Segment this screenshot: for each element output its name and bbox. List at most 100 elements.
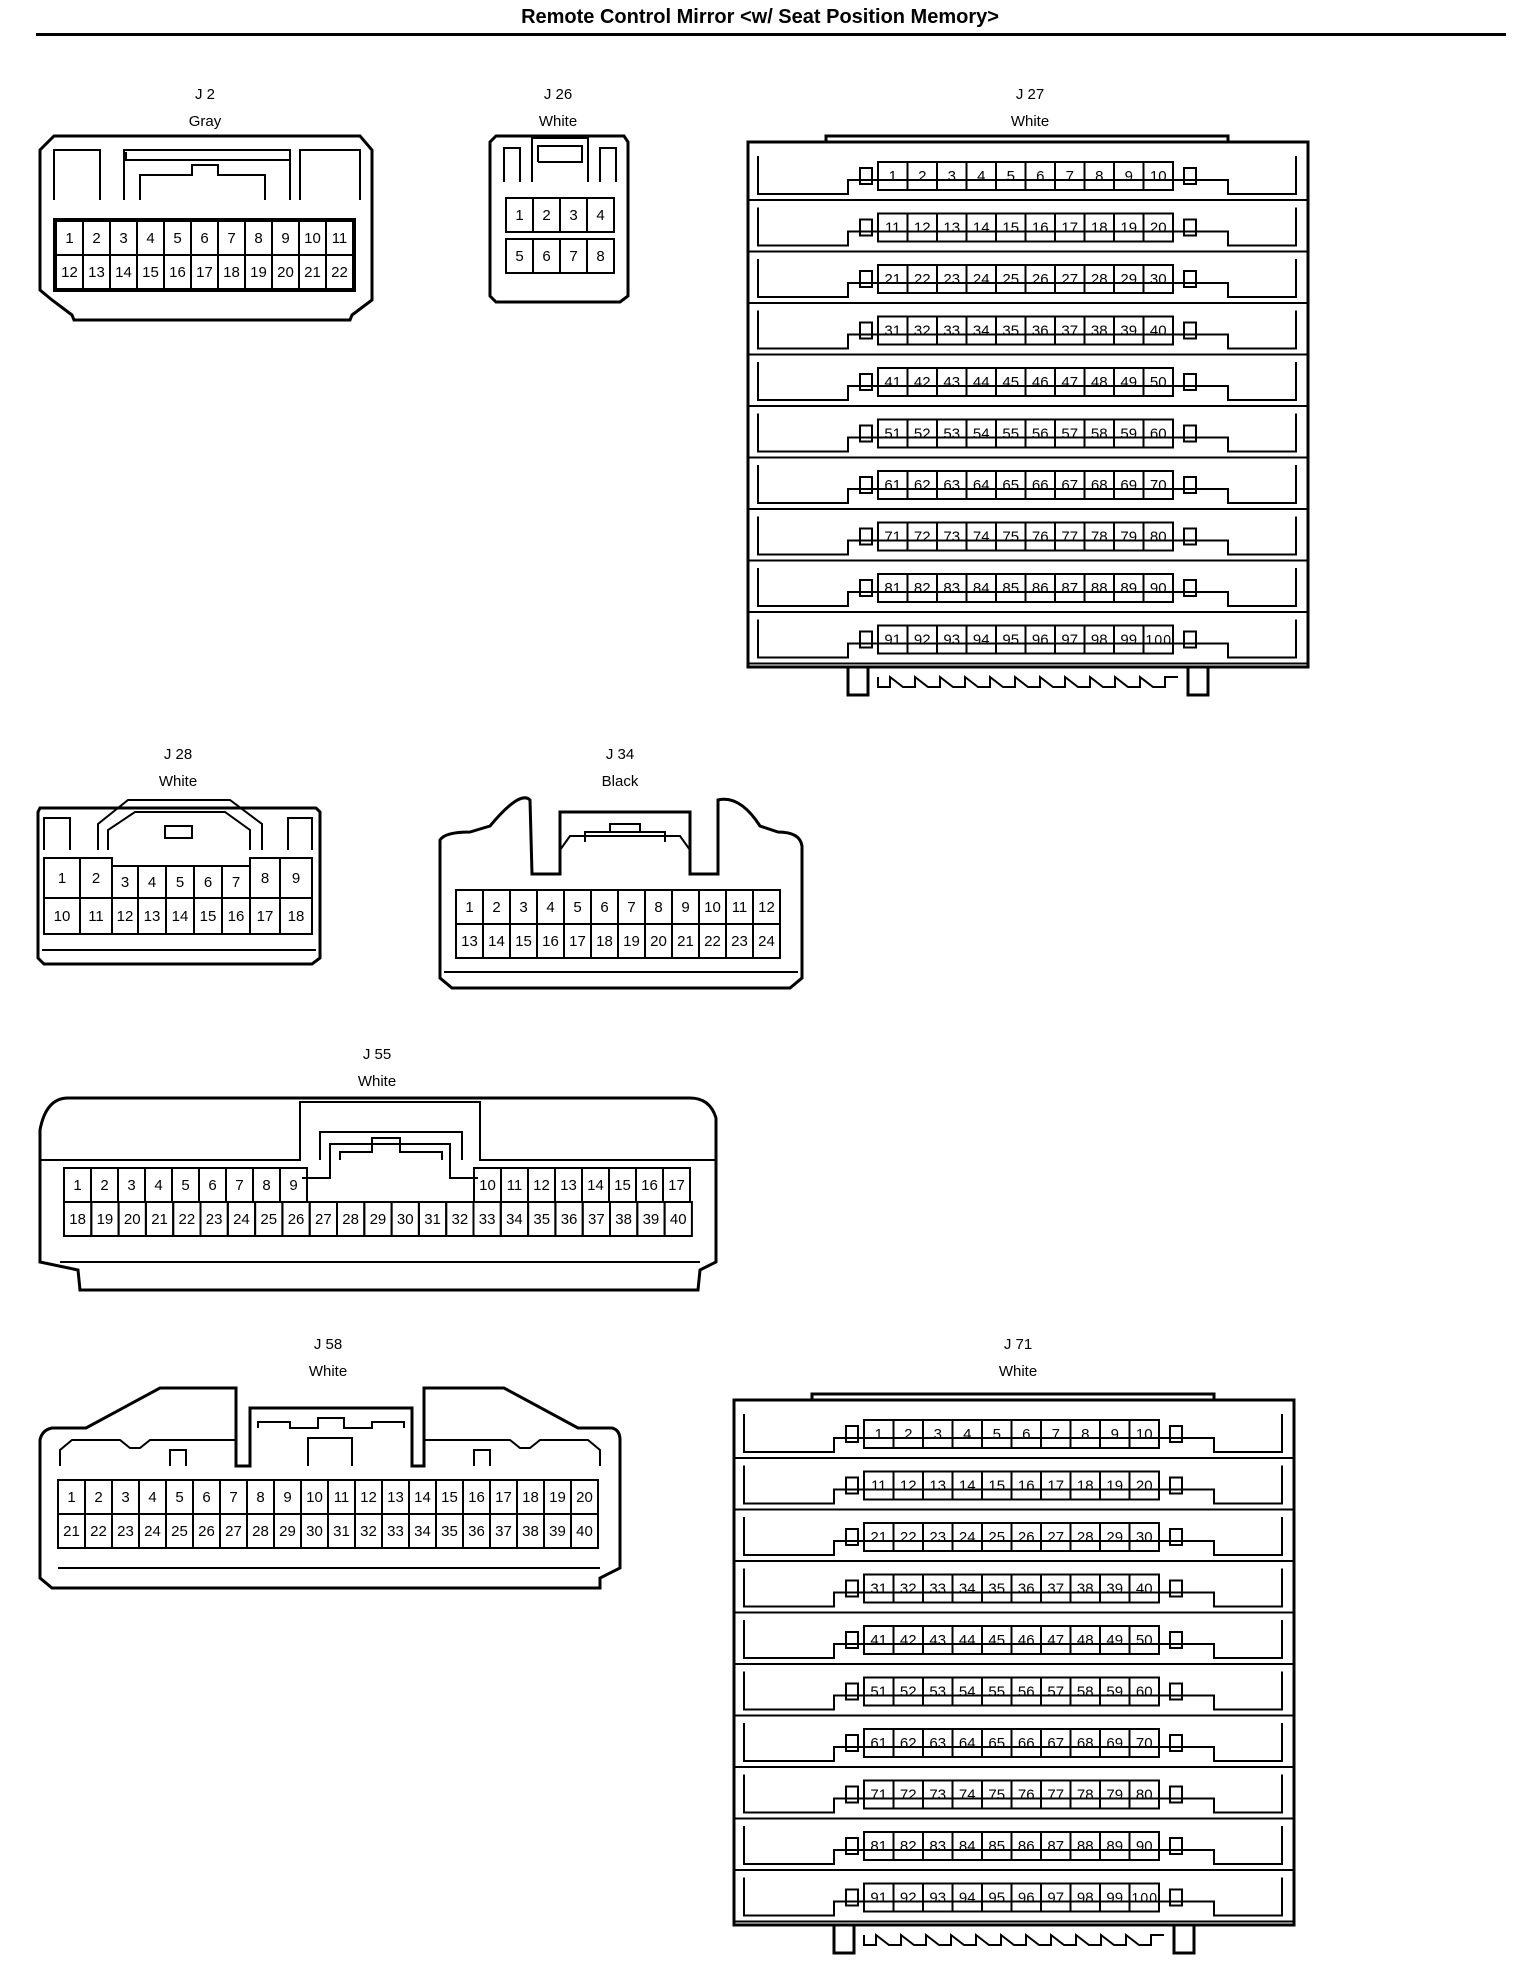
pin-cell: 1 bbox=[505, 197, 534, 233]
pin-label: 97 bbox=[1047, 1890, 1064, 1907]
pin-label: 31 bbox=[333, 1523, 350, 1540]
pin-cell: 81 bbox=[863, 1831, 895, 1861]
pin-label: 13 bbox=[929, 1478, 946, 1495]
pin-label: 77 bbox=[1061, 529, 1078, 546]
pin-cell: 38 bbox=[1069, 1573, 1101, 1604]
pin-label: 80 bbox=[1150, 529, 1167, 546]
pin-cell: 10 bbox=[1142, 161, 1174, 191]
pin-label: 14 bbox=[587, 1177, 604, 1194]
pin-cell: 100 bbox=[1142, 624, 1174, 655]
pin-cell: 76 bbox=[1024, 521, 1056, 552]
pin-cell: 20 bbox=[117, 1201, 147, 1237]
pin-label: 13 bbox=[943, 220, 960, 237]
pin-label: 48 bbox=[1091, 374, 1108, 391]
pin-cell: 14 bbox=[581, 1167, 610, 1203]
pin-cell: 20 bbox=[271, 254, 300, 290]
pin-cell: 58 bbox=[1069, 1676, 1101, 1707]
pin-label: 41 bbox=[884, 374, 901, 391]
pin-cell: 27 bbox=[219, 1513, 248, 1549]
pin-cell: 75 bbox=[981, 1779, 1013, 1810]
pin-label: 2 bbox=[92, 230, 100, 247]
pin-cell: 3 bbox=[559, 197, 588, 233]
pin-cell: 74 bbox=[951, 1779, 983, 1810]
pin-cell: 6 bbox=[532, 238, 561, 274]
pin-cell: 38 bbox=[609, 1201, 639, 1237]
pin-label: 14 bbox=[973, 220, 990, 237]
pin-cell: 27 bbox=[1054, 264, 1086, 294]
pin-label: 16 bbox=[169, 264, 186, 281]
pin-label: 64 bbox=[973, 477, 990, 494]
pin-label: 3 bbox=[127, 1177, 135, 1194]
pin-label: 63 bbox=[943, 477, 960, 494]
pin-label: 19 bbox=[1106, 1478, 1123, 1495]
pin-label: 36 bbox=[468, 1523, 485, 1540]
pin-cell: 24 bbox=[752, 923, 781, 959]
pin-cell: 15 bbox=[435, 1479, 464, 1515]
pin-label: 20 bbox=[650, 933, 667, 950]
pin-cell: 95 bbox=[995, 624, 1027, 655]
connector-j34-color: Black bbox=[602, 773, 639, 790]
pin-label: 16 bbox=[468, 1489, 485, 1506]
pin-cell: 40 bbox=[1142, 315, 1174, 346]
pin-label: 18 bbox=[522, 1489, 539, 1506]
pin-label: 16 bbox=[1018, 1478, 1035, 1495]
pin-label: 2 bbox=[542, 207, 550, 224]
pin-cell: 17 bbox=[1040, 1470, 1072, 1501]
pin-cell: 66 bbox=[1024, 470, 1056, 500]
pin-label: 19 bbox=[97, 1211, 114, 1228]
pin-cell: 26 bbox=[1024, 264, 1056, 294]
pin-cell: 83 bbox=[936, 573, 968, 603]
pin-label: 25 bbox=[1002, 271, 1019, 288]
pin-label: 37 bbox=[1047, 1581, 1064, 1598]
pin-cell: 11 bbox=[79, 897, 113, 935]
pin-label: 30 bbox=[306, 1523, 323, 1540]
pin-cell: 59 bbox=[1099, 1676, 1131, 1707]
pin-label: 33 bbox=[929, 1581, 946, 1598]
pin-cell: 43 bbox=[936, 367, 968, 397]
pin-label: 82 bbox=[900, 1838, 917, 1855]
pin-label: 39 bbox=[643, 1211, 660, 1228]
pin-cell: 7 bbox=[219, 1479, 248, 1515]
pin-cell: 19 bbox=[543, 1479, 572, 1515]
pin-label: 11 bbox=[885, 220, 901, 237]
pin-label: 64 bbox=[959, 1735, 976, 1752]
pin-cell: 31 bbox=[877, 315, 909, 346]
pin-cell: 11 bbox=[327, 1479, 356, 1515]
connector-j26-name: J 26 bbox=[544, 86, 572, 103]
pin-label: 94 bbox=[973, 632, 990, 649]
connector-j71-color: White bbox=[999, 1363, 1037, 1380]
pin-label: 6 bbox=[204, 874, 212, 891]
connector-j26-body bbox=[488, 134, 630, 304]
pin-label: 5 bbox=[176, 874, 184, 891]
pin-cell: 38 bbox=[1083, 315, 1115, 346]
pin-cell: 4 bbox=[965, 161, 997, 191]
pin-cell: 39 bbox=[1113, 315, 1145, 346]
pin-label: 98 bbox=[1091, 632, 1108, 649]
pin-cell: 53 bbox=[922, 1676, 954, 1707]
pin-label: 10 bbox=[1136, 1426, 1153, 1443]
pin-cell: 21 bbox=[57, 1513, 86, 1549]
pin-cell: 25 bbox=[995, 264, 1027, 294]
pin-label: 27 bbox=[1047, 1529, 1064, 1546]
pin-label: 16 bbox=[1032, 220, 1049, 237]
pin-cell: 26 bbox=[281, 1201, 311, 1237]
pin-cell: 34 bbox=[408, 1513, 437, 1549]
pin-cell: 34 bbox=[499, 1201, 530, 1237]
pin-label: 14 bbox=[172, 908, 189, 925]
pin-cell: 76 bbox=[1010, 1779, 1042, 1810]
pin-cell: 92 bbox=[906, 624, 938, 655]
pin-cell: 77 bbox=[1054, 521, 1086, 552]
pin-cell: 51 bbox=[877, 418, 909, 449]
pin-label: 2 bbox=[492, 899, 500, 916]
pin-cell: 29 bbox=[363, 1201, 393, 1237]
connector-j34-name: J 34 bbox=[606, 746, 634, 763]
pin-cell: 94 bbox=[965, 624, 997, 655]
connector-j2-body bbox=[38, 134, 374, 322]
pin-box bbox=[1128, 1419, 1160, 1449]
pin-label: 63 bbox=[929, 1735, 946, 1752]
pin-cell: 33 bbox=[472, 1201, 502, 1237]
pin-label: 23 bbox=[929, 1529, 946, 1546]
pin-label: 1 bbox=[889, 168, 897, 185]
